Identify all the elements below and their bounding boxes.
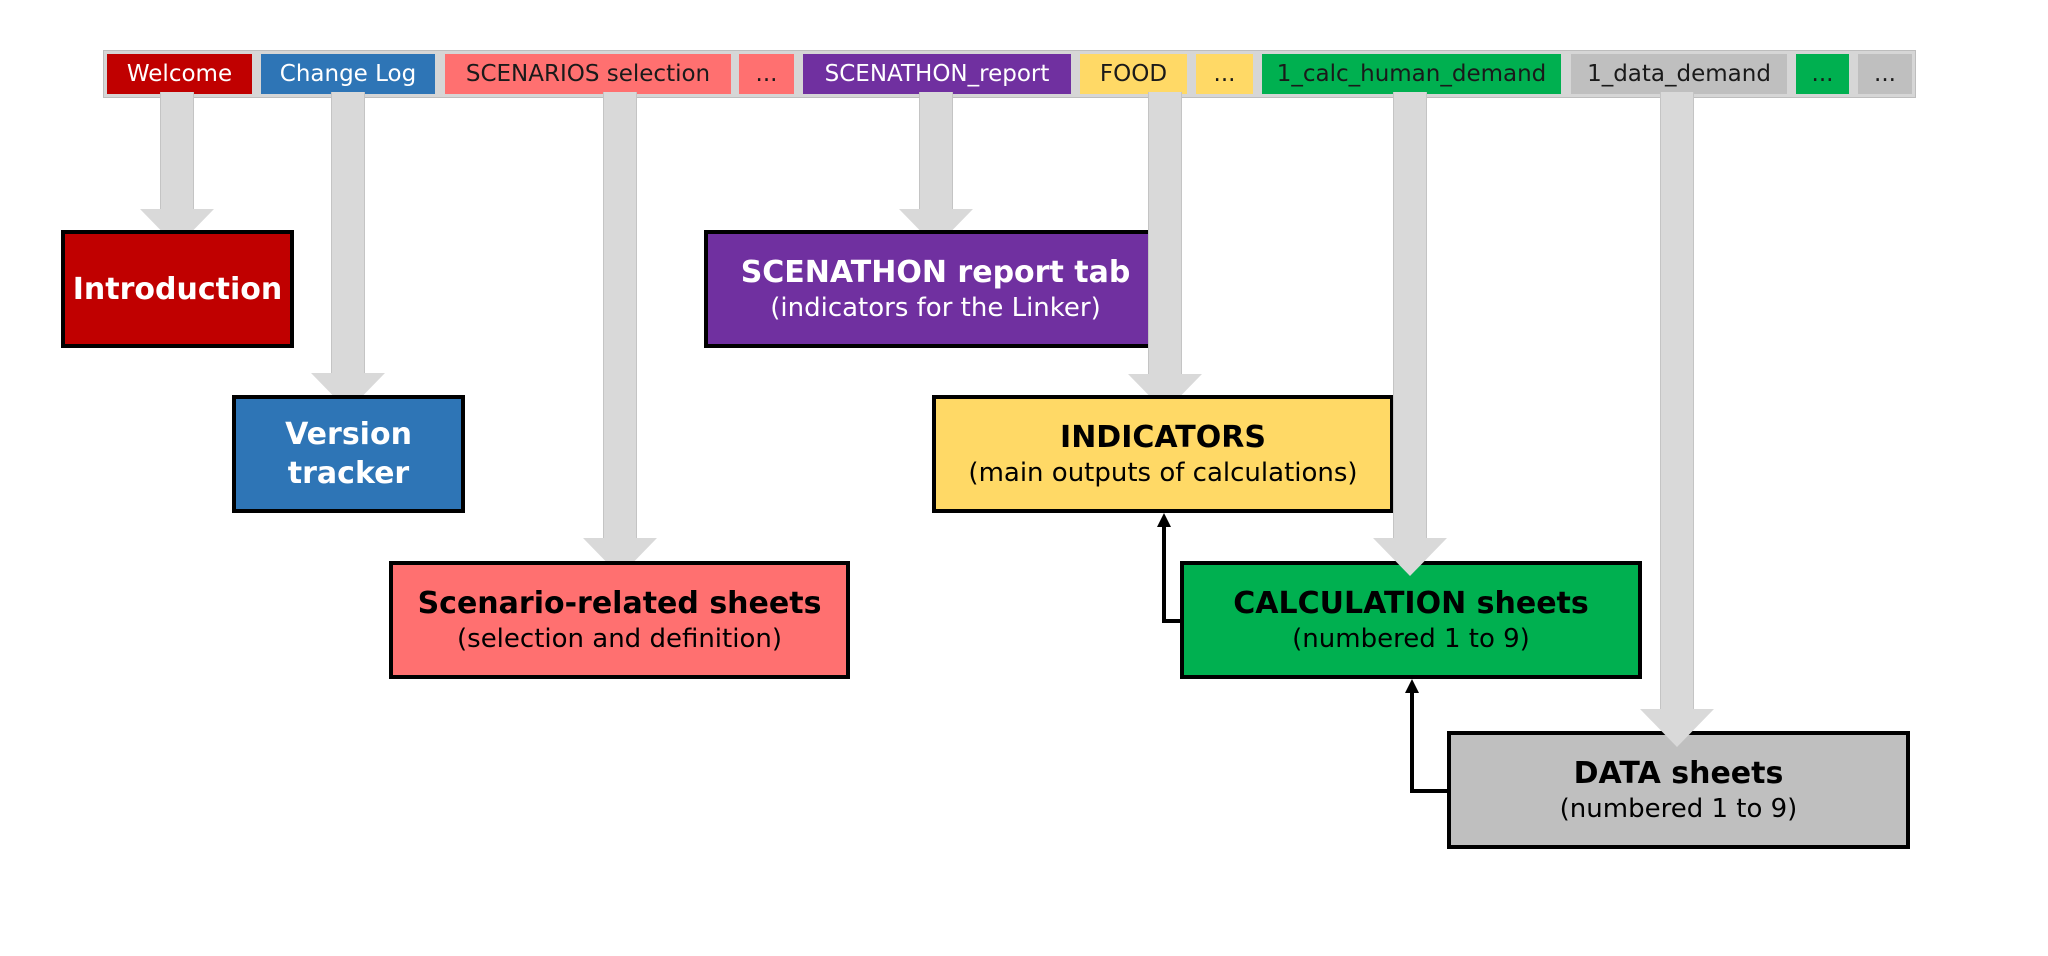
data-sheets-box: DATA sheets (numbered 1 to 9): [1447, 731, 1910, 849]
scenario-sheets-title: Scenario-related sheets: [417, 585, 822, 621]
scenario-sheets-box: Scenario-related sheets (selection and d…: [389, 561, 850, 679]
version-tracker-title: Version tracker: [285, 417, 412, 491]
indicators-box: INDICATORS (main outputs of calculations…: [932, 395, 1394, 513]
data-sheets-subtitle: (numbered 1 to 9): [1559, 793, 1798, 824]
tab-more-data[interactable]: ...: [1858, 54, 1912, 94]
tab-more-calculation[interactable]: ...: [1796, 54, 1849, 94]
version-tracker-box: Version tracker: [232, 395, 465, 513]
tab-scenarios-selection[interactable]: SCENARIOS selection: [445, 54, 731, 94]
scenathon-report-box: SCENATHON report tab (indicators for the…: [704, 230, 1167, 348]
calculation-sheets-subtitle: (numbered 1 to 9): [1292, 623, 1530, 654]
indicators-title: INDICATORS: [1060, 419, 1266, 455]
tab-welcome[interactable]: Welcome: [107, 54, 252, 94]
scenario-sheets-subtitle: (selection and definition): [457, 623, 782, 654]
calculation-sheets-title: CALCULATION sheets: [1233, 585, 1589, 621]
introduction-box: Introduction: [61, 230, 294, 348]
indicators-subtitle: (main outputs of calculations): [968, 457, 1358, 488]
scenathon-report-title: SCENATHON report tab: [740, 254, 1131, 290]
tab-more-indicators[interactable]: ...: [1196, 54, 1253, 94]
calculation-sheets-box: CALCULATION sheets (numbered 1 to 9): [1180, 561, 1642, 679]
tab-calc-human-demand[interactable]: 1_calc_human_demand: [1262, 54, 1561, 94]
tab-more-scenario[interactable]: ...: [739, 54, 794, 94]
tab-data-demand[interactable]: 1_data_demand: [1571, 54, 1787, 94]
data-sheets-title: DATA sheets: [1573, 755, 1784, 791]
tab-scenathon-report[interactable]: SCENATHON_report: [803, 54, 1071, 94]
introduction-title: Introduction: [72, 271, 283, 307]
scenathon-report-subtitle: (indicators for the Linker): [770, 292, 1101, 323]
tab-change-log[interactable]: Change Log: [261, 54, 435, 94]
tab-food[interactable]: FOOD: [1080, 54, 1187, 94]
